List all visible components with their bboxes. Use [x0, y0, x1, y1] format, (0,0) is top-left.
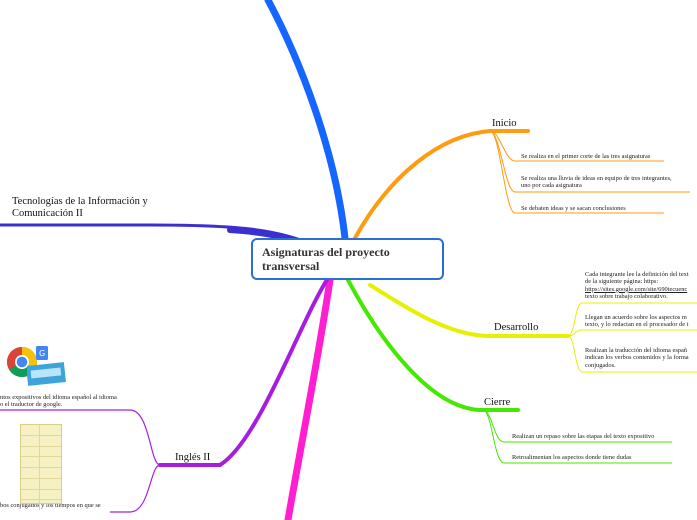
topic-desarrollo[interactable]: Desarrollo	[494, 322, 539, 333]
branch-ingles	[158, 273, 332, 467]
translate-image	[26, 362, 67, 386]
desarrollo-subtopic-2[interactable]: Llegan un acuerdo sobre los aspectos m t…	[585, 314, 689, 329]
branch-magenta-bottom	[284, 276, 334, 520]
branch-desarrollo-sub2	[567, 329, 697, 337]
branch-desarrollo-sub1	[567, 302, 697, 337]
central-topic[interactable]: Asignaturas del proyecto transversal	[251, 238, 444, 280]
branch-blue-top	[264, 0, 349, 242]
branch-inicio-sub3	[489, 130, 664, 214]
cierre-subtopic-2[interactable]: Retroalimentan los aspectos donde tiene …	[512, 454, 632, 461]
branch-inicio-sub1	[489, 130, 664, 162]
desarrollo-subtopic-1[interactable]: Cada integrante lee la definición del te…	[585, 271, 689, 300]
desarrollo-text-line: texto sobre trabajo colaborativo.	[585, 293, 668, 301]
google-translate-icon: G	[36, 346, 50, 362]
inicio-subtopic-3[interactable]: Se debaten ideas y se sacan conclusiones	[521, 205, 626, 212]
desarrollo-text-line: Cada integrante lee la definición del te…	[585, 271, 689, 278]
topic-cierre[interactable]: Cierre	[484, 397, 511, 408]
desarrollo-subtopic-3[interactable]: Realizan la traducción del idioma españ …	[585, 347, 689, 369]
branch-ingles-sub1	[0, 409, 161, 466]
branch-desarrollo-sub3	[567, 335, 697, 373]
svg-text:G: G	[39, 349, 45, 358]
topic-ingles[interactable]: Inglés II	[175, 452, 211, 463]
inicio-subtopic-1[interactable]: Se realiza en el primer corte de las tre…	[521, 153, 651, 160]
branch-ingles-sub2	[110, 464, 161, 513]
central-topic-label: Asignaturas del proyecto transversal	[262, 245, 390, 274]
topic-tic[interactable]: Tecnologías de la Información y Comunica…	[12, 196, 148, 220]
branch-cierre-sub2	[482, 409, 672, 464]
ingles-subtopic-2[interactable]: bos conjugados y los tiempos en que se	[0, 502, 101, 509]
ingles-subtopic-1[interactable]: ntos expositivos del idioma español al i…	[0, 394, 117, 409]
inicio-subtopic-2[interactable]: Se realiza una lluvia de ideas en equipo…	[521, 175, 672, 190]
verb-table-image	[20, 424, 62, 510]
topic-inicio[interactable]: Inicio	[492, 118, 517, 129]
cierre-subtopic-1[interactable]: Realizan un repaso sobre las etapas del …	[512, 433, 655, 440]
desarrollo-url-link[interactable]: https://sites.google.com/site/690tecuenc	[585, 285, 688, 293]
branch-cierre	[346, 278, 520, 412]
desarrollo-text-line: de la siguiente página: https:	[585, 278, 659, 286]
branch-desarrollo	[368, 283, 570, 338]
branch-inicio	[353, 129, 530, 240]
